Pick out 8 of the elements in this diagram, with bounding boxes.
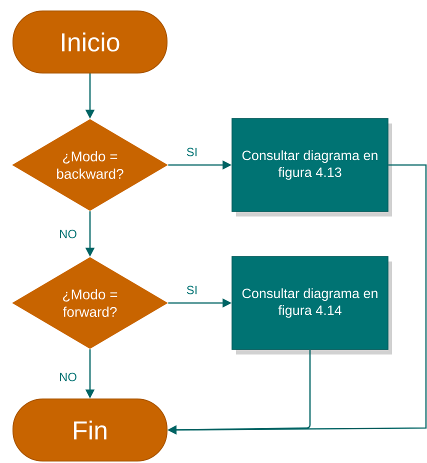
start-terminal: Inicio [12,10,168,74]
edge-label: SI [185,284,199,296]
process-box: Consultar diagrama en figura 4.13 [232,118,392,216]
edge-label: NO [58,372,78,382]
end-terminal: Fin [12,398,168,462]
process-box: Consultar diagrama en figura 4.14 [232,256,392,354]
edge-label: SI [185,146,199,158]
edge-label: NO [58,228,78,240]
